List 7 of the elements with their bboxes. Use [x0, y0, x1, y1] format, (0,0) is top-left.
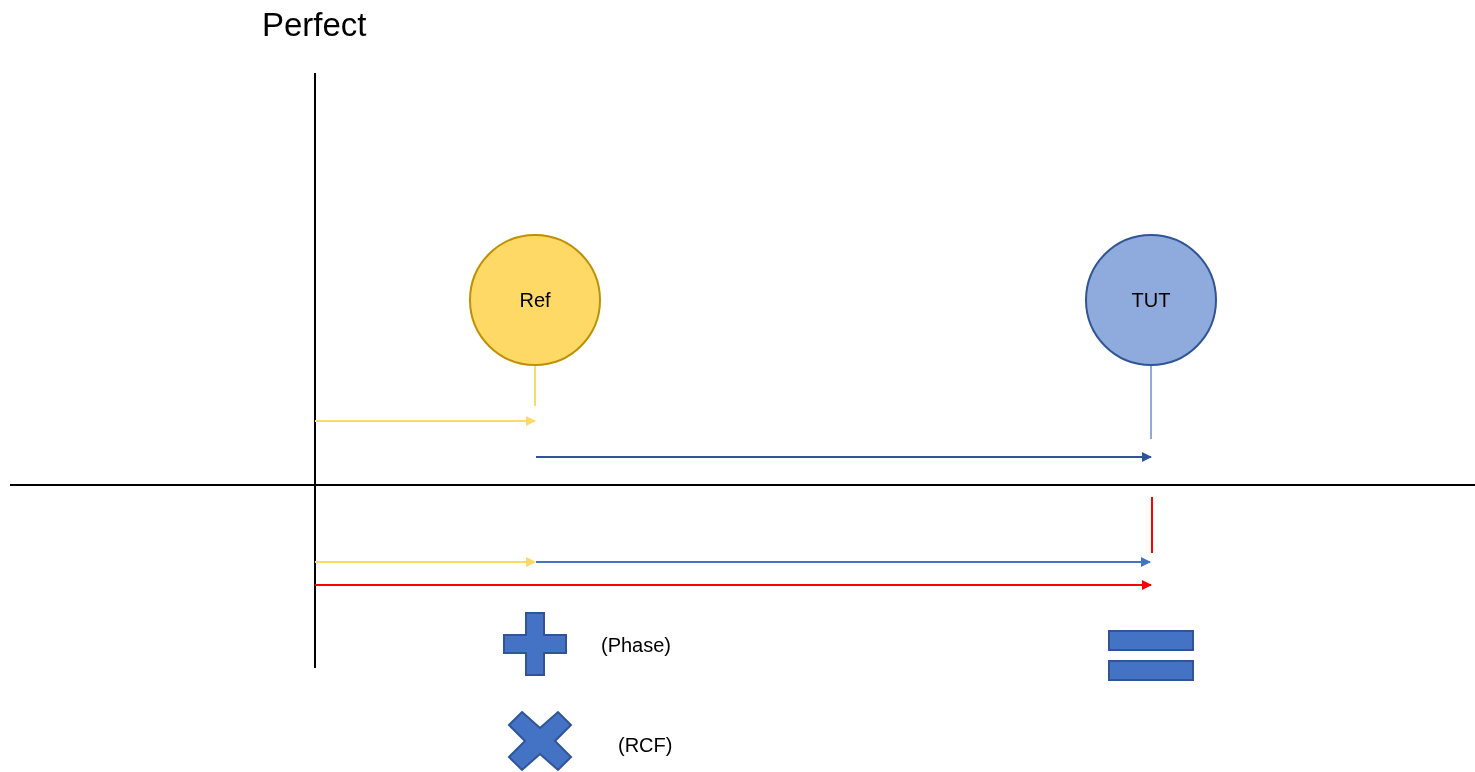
diagram-title: Perfect	[262, 6, 367, 44]
circle-node: Ref	[469, 234, 601, 366]
annotation-text: (Phase)	[601, 634, 672, 657]
circle-node: TUT	[1085, 234, 1217, 366]
connector-line	[534, 365, 536, 407]
connector-line	[1150, 365, 1152, 440]
annotation-text: (RCF)	[618, 734, 673, 757]
